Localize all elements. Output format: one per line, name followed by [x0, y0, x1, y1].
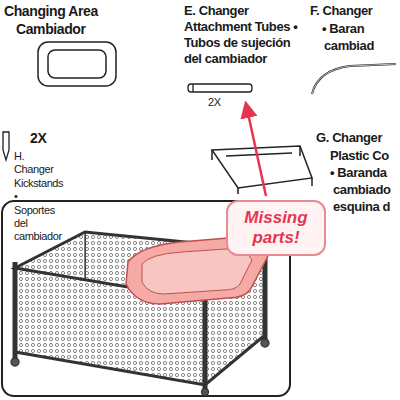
- part-label: Changing Area: [4, 3, 114, 20]
- part-label: • Baran: [322, 21, 364, 37]
- part-label: F. Changer: [310, 3, 372, 19]
- part-label: esquina d: [333, 199, 390, 215]
- part-label: cambiado: [333, 182, 390, 198]
- quantity-label: 2X: [208, 96, 238, 109]
- changing-area-icon: [38, 42, 116, 86]
- changer-frame: [212, 146, 312, 194]
- part-label: 2X: [30, 130, 180, 147]
- kickstand-icon: [3, 132, 9, 160]
- playpen: [11, 232, 269, 396]
- changer-rail: [312, 64, 396, 94]
- part-label: Cambiador: [16, 21, 126, 38]
- part-label: • Baranda: [330, 165, 387, 181]
- quantity-label: H. Changer Kickstands • Soportes del cam…: [14, 150, 44, 244]
- callout-arrow: [246, 104, 266, 196]
- part-label: Plastic Co: [330, 148, 389, 164]
- part-label: G. Changer: [316, 130, 382, 146]
- part-label: cambiad: [324, 38, 374, 54]
- callout-box: Missing parts!: [226, 200, 326, 256]
- callout-text: Missing parts!: [236, 208, 316, 247]
- part-label: E. Changer Attachment Tubes • Tubos de s…: [184, 3, 308, 66]
- attachment-tube: [188, 84, 252, 92]
